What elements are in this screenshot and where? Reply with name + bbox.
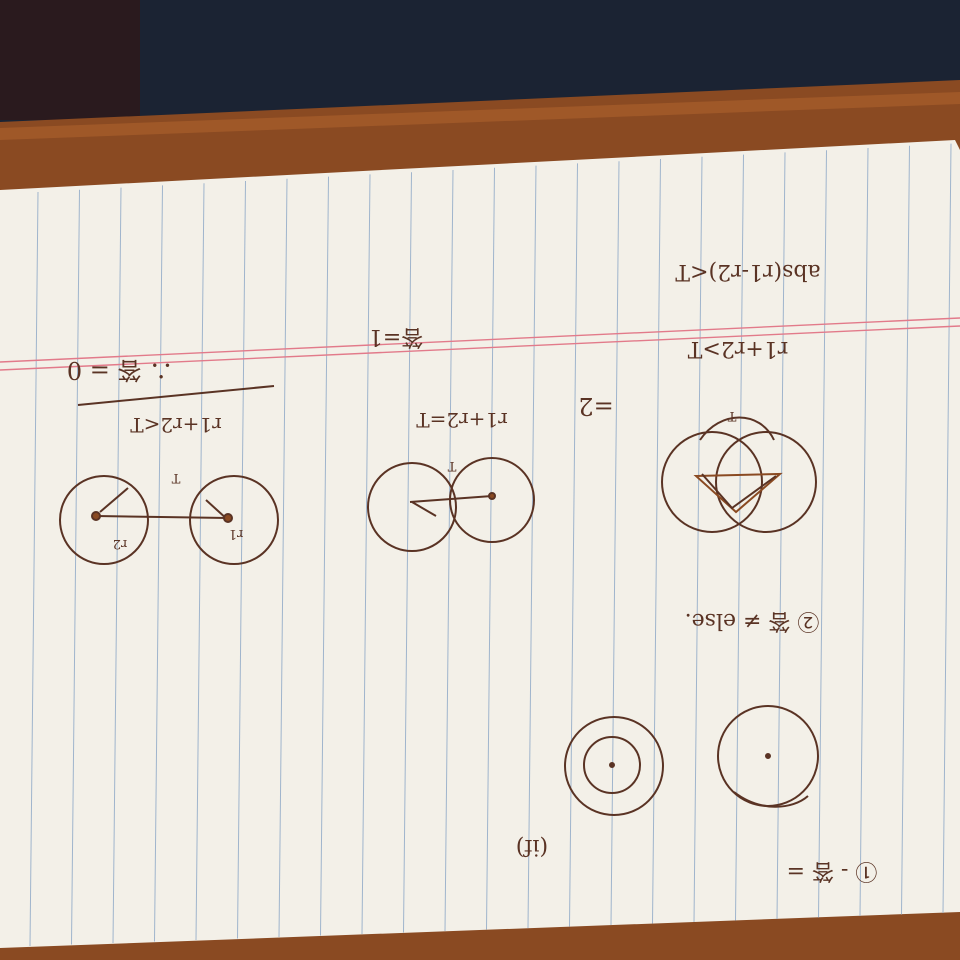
wooden-desk-highlight xyxy=(0,92,960,140)
label-t-middle: T xyxy=(447,458,456,473)
note-abs-condition: abs(r1-r2)<T xyxy=(675,259,821,284)
rule-line xyxy=(71,189,80,945)
rule-line xyxy=(320,176,329,936)
sketch-identical-circles xyxy=(717,705,819,808)
rule-line xyxy=(403,172,412,933)
note-concentric-tag: (if) xyxy=(516,834,548,859)
rule-line xyxy=(610,161,620,926)
rule-line xyxy=(527,165,537,929)
note-case-label: ② 答 ≠ else. xyxy=(685,608,820,633)
rule-line xyxy=(278,178,288,938)
rule-line xyxy=(569,163,578,927)
rule-line xyxy=(942,143,952,914)
rule-line xyxy=(29,191,39,947)
note-tangent-result: 答=1 xyxy=(369,324,423,349)
rule-line xyxy=(901,145,910,915)
label-t-right: T xyxy=(727,408,736,423)
rule-line xyxy=(859,147,869,917)
sketch-intersecting-circles xyxy=(661,416,817,533)
label-t-left: T xyxy=(171,470,180,485)
note-outside-condition: r1+r2<T xyxy=(130,413,222,437)
note-outside-result: ∴ 答 = 0 xyxy=(67,356,173,384)
rule-line xyxy=(693,156,703,923)
rule-line xyxy=(112,187,122,944)
rule-line xyxy=(154,185,163,942)
ruled-lines xyxy=(29,143,952,947)
note-sum-condition: r1+r2>T xyxy=(687,336,788,361)
rule-line xyxy=(486,167,495,930)
rule-line xyxy=(444,169,454,932)
rule-line xyxy=(237,180,246,939)
fraction-underline xyxy=(77,385,275,406)
sketch-two-separate-circles xyxy=(59,475,279,565)
margin-lines xyxy=(0,317,960,371)
rule-line xyxy=(195,183,205,941)
sketch-concentric-circles xyxy=(564,716,664,816)
note-tangent-condition: r1+r2=T xyxy=(416,408,508,432)
note-concentric-case: ① - 答 = xyxy=(787,858,878,883)
label-r1-left: r1 xyxy=(229,526,244,541)
sketch-tangent-circles xyxy=(367,457,535,552)
rule-line xyxy=(361,174,371,935)
rule-line xyxy=(776,152,786,920)
dark-corner xyxy=(0,0,140,120)
rule-line xyxy=(735,154,744,921)
label-r2-left: r2 xyxy=(113,536,128,551)
rule-line xyxy=(818,150,827,918)
note-two-points: =2 xyxy=(578,392,613,420)
